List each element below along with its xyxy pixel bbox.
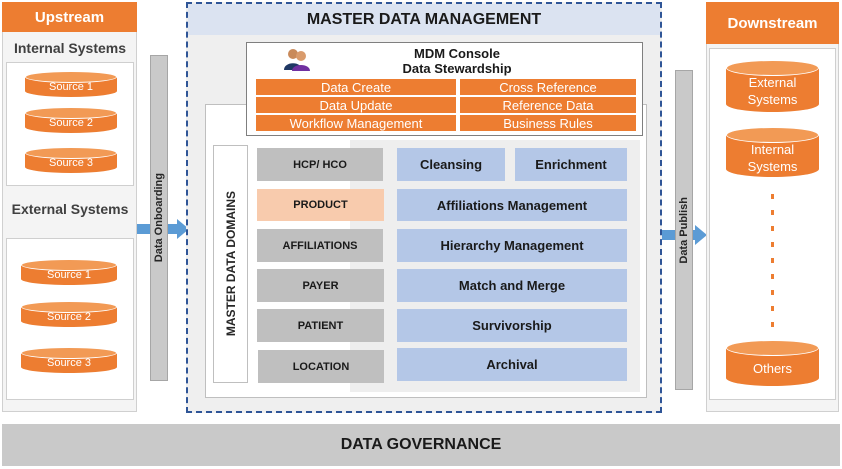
downstream-header: Downstream xyxy=(706,2,839,44)
external-systems-box: Source 1 Source 2 Source 3 xyxy=(6,238,134,400)
cylinder-top xyxy=(21,259,117,271)
source-cylinder: Source 3 xyxy=(25,147,117,177)
publish-arrow-left xyxy=(662,230,676,240)
mdm-title: MASTER DATA MANAGEMENT xyxy=(188,4,660,35)
master-data-domains-label: MASTER DATA DOMAINS xyxy=(223,191,238,337)
data-steward-icon xyxy=(283,47,311,71)
target-others: Others xyxy=(726,340,819,386)
domain-payer[interactable]: PAYER xyxy=(257,269,384,302)
service-survivorship[interactable]: Survivorship xyxy=(397,309,627,342)
cylinder-top xyxy=(726,340,819,356)
target-label-line1: Internal xyxy=(750,141,795,157)
data-publish-bar: Data Publish xyxy=(675,70,693,390)
target-label-line1: External xyxy=(748,74,797,90)
onboarding-arrow-right xyxy=(168,224,178,234)
source-cylinder: Source 3 xyxy=(21,347,117,377)
service-hierarchy-management[interactable]: Hierarchy Management xyxy=(397,229,627,262)
source-cylinder: Source 2 xyxy=(21,301,117,331)
source-cylinder: Source 1 xyxy=(25,71,117,101)
cylinder-top xyxy=(726,60,819,76)
source-cylinder: Source 1 xyxy=(21,259,117,289)
target-label-line2: Systems xyxy=(747,91,798,107)
service-cleansing[interactable]: Cleansing xyxy=(397,148,505,181)
domain-product[interactable]: PRODUCT xyxy=(257,189,384,221)
data-publish-label: Data Publish xyxy=(678,196,690,264)
master-data-domains-label-box: MASTER DATA DOMAINS xyxy=(213,145,248,383)
data-governance-bar: DATA GOVERNANCE xyxy=(2,424,840,466)
internal-systems-box: Source 1 Source 2 Source 3 xyxy=(6,62,134,186)
source-cylinder: Source 2 xyxy=(25,107,117,137)
data-update-button[interactable]: Data Update xyxy=(256,97,456,113)
more-targets-ellipsis xyxy=(771,194,775,328)
publish-arrow-head xyxy=(695,225,707,245)
business-rules-button[interactable]: Business Rules xyxy=(460,115,636,131)
data-onboarding-label: Data Onboarding xyxy=(153,173,165,263)
data-onboarding-bar: Data Onboarding xyxy=(150,55,168,381)
external-systems-title: External Systems xyxy=(11,201,129,217)
target-label-line2: Systems xyxy=(747,158,798,174)
cylinder-top xyxy=(25,107,117,119)
cylinder-top xyxy=(21,301,117,313)
service-archival[interactable]: Archival xyxy=(397,348,627,381)
domain-affiliations[interactable]: AFFILIATIONS xyxy=(257,229,383,262)
data-create-button[interactable]: Data Create xyxy=(256,79,456,95)
domain-location[interactable]: LOCATION xyxy=(258,350,384,383)
cylinder-top xyxy=(25,71,117,83)
service-affiliations-management[interactable]: Affiliations Management xyxy=(397,189,627,221)
cylinder-top xyxy=(726,127,819,143)
cross-reference-button[interactable]: Cross Reference xyxy=(460,79,636,95)
internal-systems-title: Internal Systems xyxy=(13,40,127,56)
target-internal-systems: Internal Systems xyxy=(726,127,819,177)
console-title-line2: Data Stewardship xyxy=(402,61,512,76)
cylinder-top xyxy=(21,347,117,359)
onboarding-arrow-left xyxy=(137,224,151,234)
service-match-and-merge[interactable]: Match and Merge xyxy=(397,269,627,302)
domain-patient[interactable]: PATIENT xyxy=(257,309,384,342)
reference-data-button[interactable]: Reference Data xyxy=(460,97,636,113)
console-title-line1: MDM Console xyxy=(414,46,500,61)
service-enrichment[interactable]: Enrichment xyxy=(515,148,627,181)
domain-hcp-hco[interactable]: HCP/ HCO xyxy=(257,148,383,181)
upstream-header: Upstream xyxy=(2,2,137,32)
workflow-management-button[interactable]: Workflow Management xyxy=(256,115,456,131)
cylinder-top xyxy=(25,147,117,159)
target-label: Others xyxy=(752,360,792,376)
target-external-systems: External Systems xyxy=(726,60,819,112)
